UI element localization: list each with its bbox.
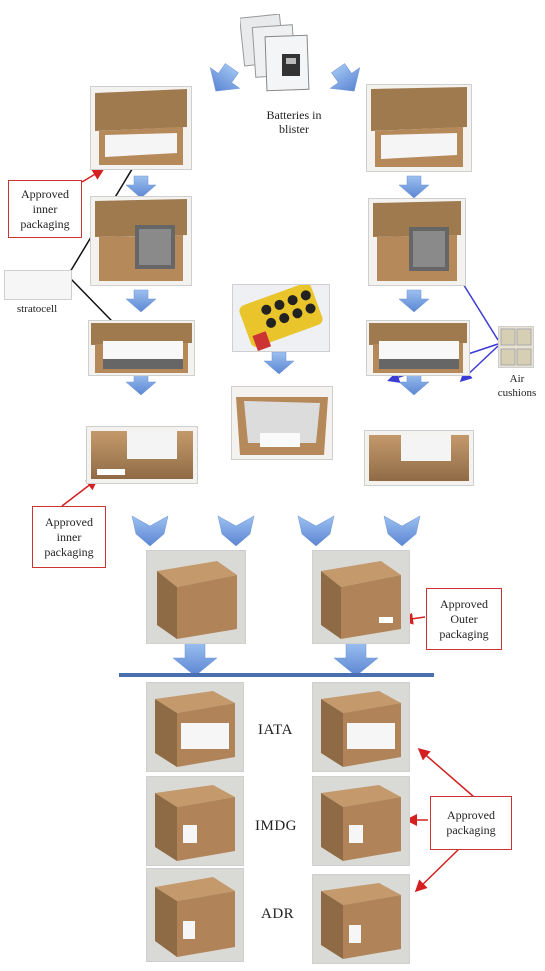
red-pointer: [417, 748, 475, 798]
imdg-box-photo: [312, 776, 410, 866]
divider-bar: [119, 673, 434, 677]
iata-box-photo: [146, 682, 244, 772]
open-box-empty-photo: [90, 86, 192, 170]
stratocell-label: stratocell: [16, 303, 58, 315]
arrow-down: [263, 351, 295, 375]
air-cushions-label: Air cushions: [497, 373, 537, 399]
approved-packaging-callout: Approved packaging: [430, 796, 512, 850]
arrow-down: [172, 641, 218, 677]
battery-pack-photo: [232, 284, 330, 352]
open-box-batteries-photo: [368, 198, 466, 286]
regulation-label-adr: ADR: [261, 906, 295, 922]
adr-box-photo: [312, 874, 410, 964]
arrow-top-right: [329, 63, 361, 92]
red-pointer: [81, 168, 105, 183]
approved-inner-callout: Approved inner packaging: [8, 180, 82, 238]
arrow-down: [398, 289, 430, 313]
open-box-stratocell-photo: [88, 320, 195, 376]
closed-box-photo: [364, 430, 474, 486]
closed-box-photo: [86, 426, 198, 484]
chevron-arrow: [383, 515, 421, 547]
arrow-top-left: [209, 63, 241, 92]
arrow-down: [125, 289, 157, 313]
arrow-down: [398, 175, 430, 199]
regulation-label-imdg: IMDG: [255, 818, 297, 834]
arrow-down: [333, 641, 379, 677]
chevron-arrow: [217, 515, 255, 547]
arrow-down: [125, 175, 157, 199]
imdg-box-photo: [146, 776, 244, 866]
open-box-cushions-photo: [366, 320, 470, 376]
arrow-down: [398, 372, 430, 396]
red-pointer: [414, 847, 461, 893]
batteries-label: Batteries in blister: [266, 108, 322, 136]
batteries-blister-image: [239, 13, 320, 100]
stratocell-sample: [4, 270, 72, 300]
open-box-batteries-photo: [90, 196, 192, 286]
arrow-down: [125, 372, 157, 396]
chevron-arrow: [131, 515, 169, 547]
box-with-bag-photo: [231, 386, 333, 460]
chevron-arrow: [297, 515, 335, 547]
air-cushions-image: [498, 326, 534, 368]
approved-outer-callout: Approved Outer packaging: [426, 588, 502, 650]
adr-box-photo: [146, 868, 244, 962]
outer-box-photo: [312, 550, 410, 644]
iata-box-photo: [312, 682, 410, 772]
outer-box-photo: [146, 550, 246, 644]
open-box-empty-photo: [366, 84, 472, 172]
approved-inner-callout: Approved inner packaging: [32, 506, 106, 568]
regulation-label-iata: IATA: [258, 722, 293, 738]
red-pointer: [61, 478, 99, 507]
